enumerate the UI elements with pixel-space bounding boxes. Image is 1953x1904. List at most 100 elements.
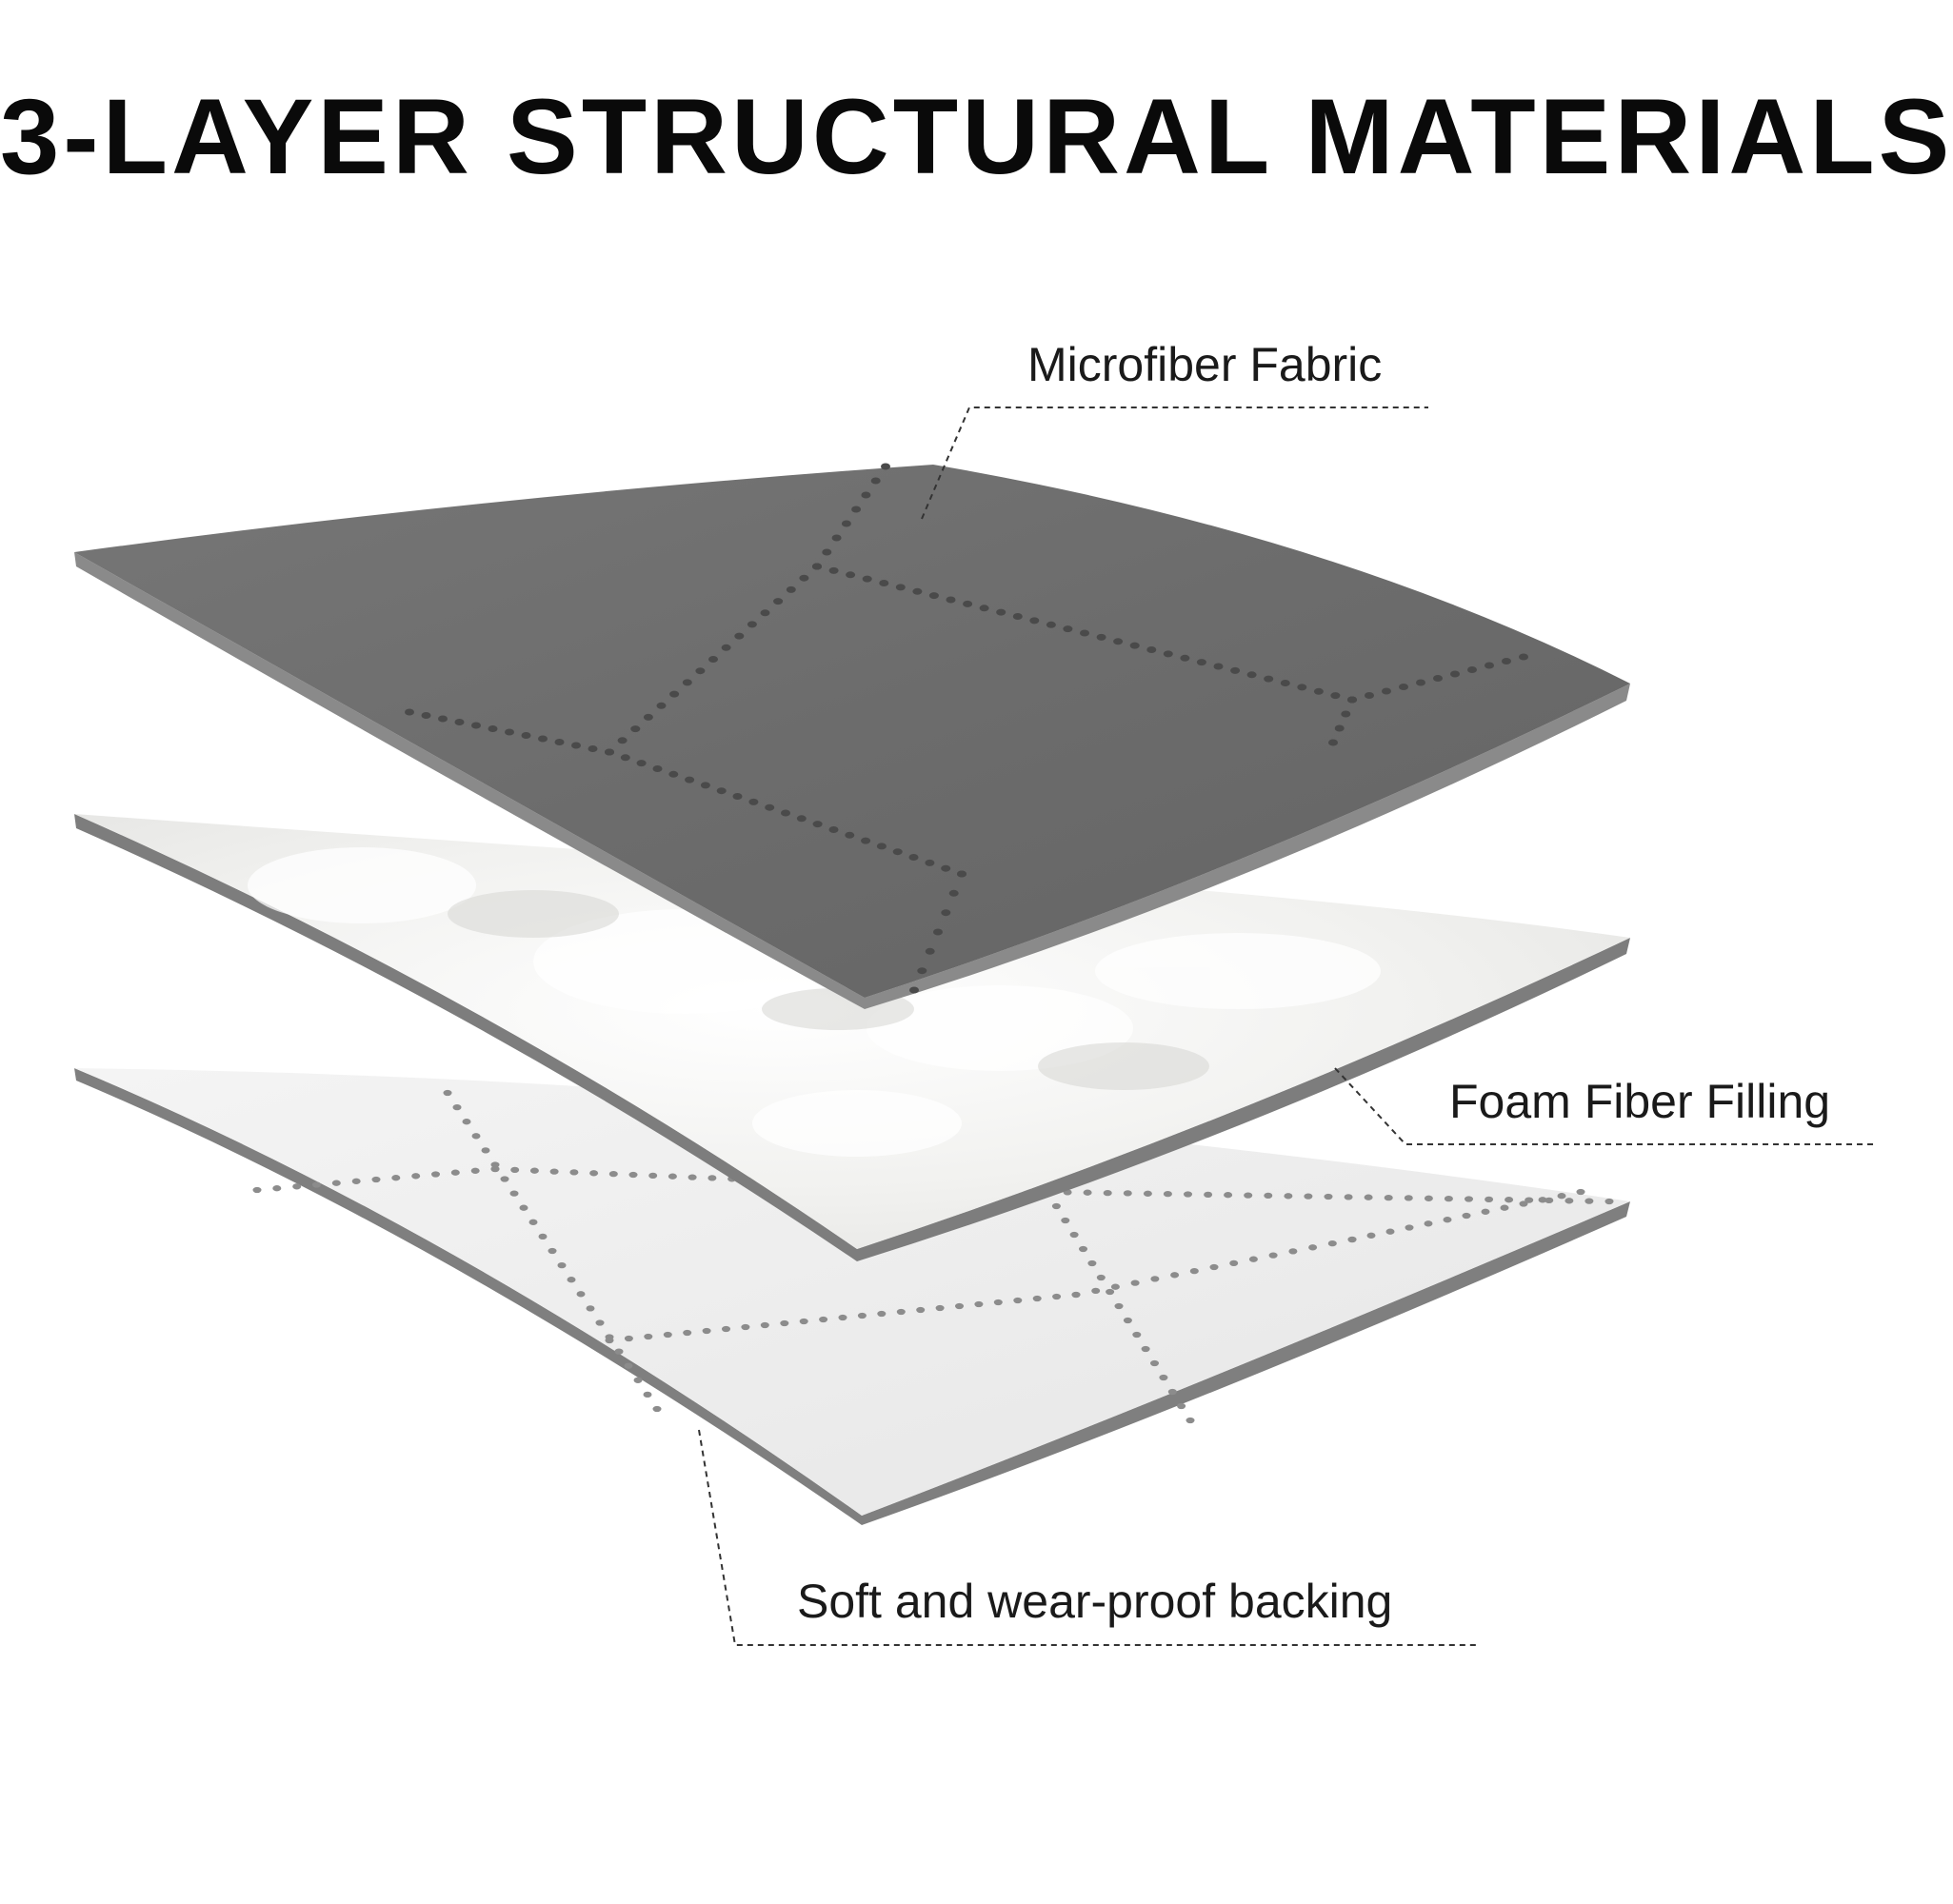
stitch-dot (471, 1133, 481, 1140)
stitch-dot (1557, 1193, 1566, 1200)
stitch-dot (925, 859, 935, 866)
stitch-dot (605, 748, 614, 756)
stitch-dot (490, 1165, 500, 1173)
stitch-dot (773, 598, 784, 605)
microfiber-layer (74, 463, 1630, 1009)
stitch-dot (861, 837, 871, 844)
stitch-dot (963, 600, 973, 607)
stitch-dot (1462, 1212, 1471, 1220)
stitch-dot (1366, 1232, 1376, 1239)
stitch-dot (996, 608, 1006, 616)
stitch-dot (644, 1333, 653, 1340)
stitch-dot (1404, 1195, 1413, 1201)
stitch-dot (252, 1186, 262, 1194)
stitch-dot (628, 1171, 638, 1179)
stitch-dot (851, 506, 862, 513)
stitch-dot (1502, 658, 1511, 664)
stitch-dot (1297, 684, 1307, 691)
stitch-dot (1385, 1228, 1395, 1235)
stitch-dot (857, 1312, 867, 1319)
stitch-dot (716, 787, 727, 795)
stitch-dot (1114, 1302, 1124, 1310)
stitch-dot (695, 667, 706, 675)
stitch-dot (272, 1185, 282, 1192)
stitch-dot (391, 1175, 401, 1181)
stitch-dot (1087, 1259, 1097, 1267)
stitch-dot (1433, 675, 1443, 682)
stitch-dot (1032, 1295, 1042, 1302)
stitch-dot (876, 843, 887, 850)
stitch-dot (652, 1405, 662, 1413)
stitch-dot (554, 739, 565, 745)
backing-layer-surface (74, 1068, 1630, 1516)
stitch-dot (576, 1291, 586, 1298)
stitch-dot (1123, 1190, 1132, 1197)
stitch-dot (786, 585, 796, 593)
stitch-dot (1224, 1192, 1233, 1199)
stitch-dot (1213, 663, 1224, 670)
stitch-dot (331, 1180, 341, 1186)
stitch-dot (1399, 684, 1408, 690)
stitch-dot (1061, 1217, 1070, 1224)
stitch-dot (1334, 724, 1345, 732)
stitch-dot (1525, 1197, 1534, 1203)
stitch-dot (812, 821, 823, 828)
stitch-dot (633, 1377, 643, 1383)
backing-layer (74, 1068, 1630, 1525)
stitch-dot (1229, 1259, 1239, 1267)
stitch-dot (688, 1174, 697, 1180)
stitch-dot (1177, 1402, 1186, 1410)
stitch-dot (500, 1176, 509, 1182)
stitch-dot (636, 760, 647, 767)
stitch-dot (351, 1178, 361, 1184)
stitch-dot (1308, 1244, 1318, 1251)
stitch-dot (941, 864, 951, 872)
stitch-dot (912, 587, 923, 595)
stitch-dot (624, 1362, 633, 1369)
stitch-dot (1564, 1198, 1574, 1204)
stitch-dot (529, 1167, 539, 1174)
stitch-dot (1051, 1202, 1061, 1210)
stitch-dot (371, 1176, 381, 1183)
stitch-dot (588, 745, 598, 752)
stitch-dot (488, 725, 498, 732)
stitch-dot (1519, 653, 1528, 661)
stitch-dot (1481, 1208, 1490, 1215)
stitch-dot (1180, 654, 1190, 662)
stitch-dot (1344, 1194, 1353, 1200)
stitch-dot (1538, 1197, 1547, 1203)
stitch-dot (1576, 1188, 1585, 1196)
stitch-dot (1080, 629, 1089, 637)
stitch-dot (450, 1169, 460, 1176)
stitch-dot (1186, 1417, 1195, 1424)
stitch-dot (505, 728, 514, 736)
stitch-dot (1170, 1272, 1180, 1279)
stitch-dot (624, 1335, 633, 1342)
stitch-dot (1110, 1283, 1120, 1290)
stitch-dot (700, 782, 710, 789)
stitch-dot (896, 1308, 906, 1316)
stitch-dot (405, 708, 414, 716)
stitch-dot (421, 712, 431, 719)
stitch-dot (557, 1261, 567, 1269)
stitch-dot (1500, 1204, 1509, 1211)
stitch-dot (1123, 1317, 1132, 1324)
stitch-dot (955, 1302, 964, 1310)
stitch-dot (845, 831, 855, 839)
stitch-dot (452, 1103, 462, 1111)
stitch-dot (431, 1171, 440, 1178)
stitch-dot (741, 1323, 750, 1331)
stitch-dot (862, 575, 872, 583)
stitch-dot (1313, 687, 1324, 695)
layer-illustration (74, 407, 1878, 1646)
stitch-dot (780, 1319, 789, 1327)
stitch-dot (1150, 1359, 1159, 1367)
stitch-dot (708, 656, 718, 663)
stitch-dot (1244, 1192, 1253, 1199)
stitch-dot (812, 563, 822, 570)
stitch-dot (1467, 666, 1477, 673)
stitch-dot (490, 1161, 500, 1168)
stitch-dot (1209, 1263, 1219, 1271)
stitch-dot (1013, 1297, 1023, 1304)
stitch-dot (1324, 1193, 1333, 1200)
